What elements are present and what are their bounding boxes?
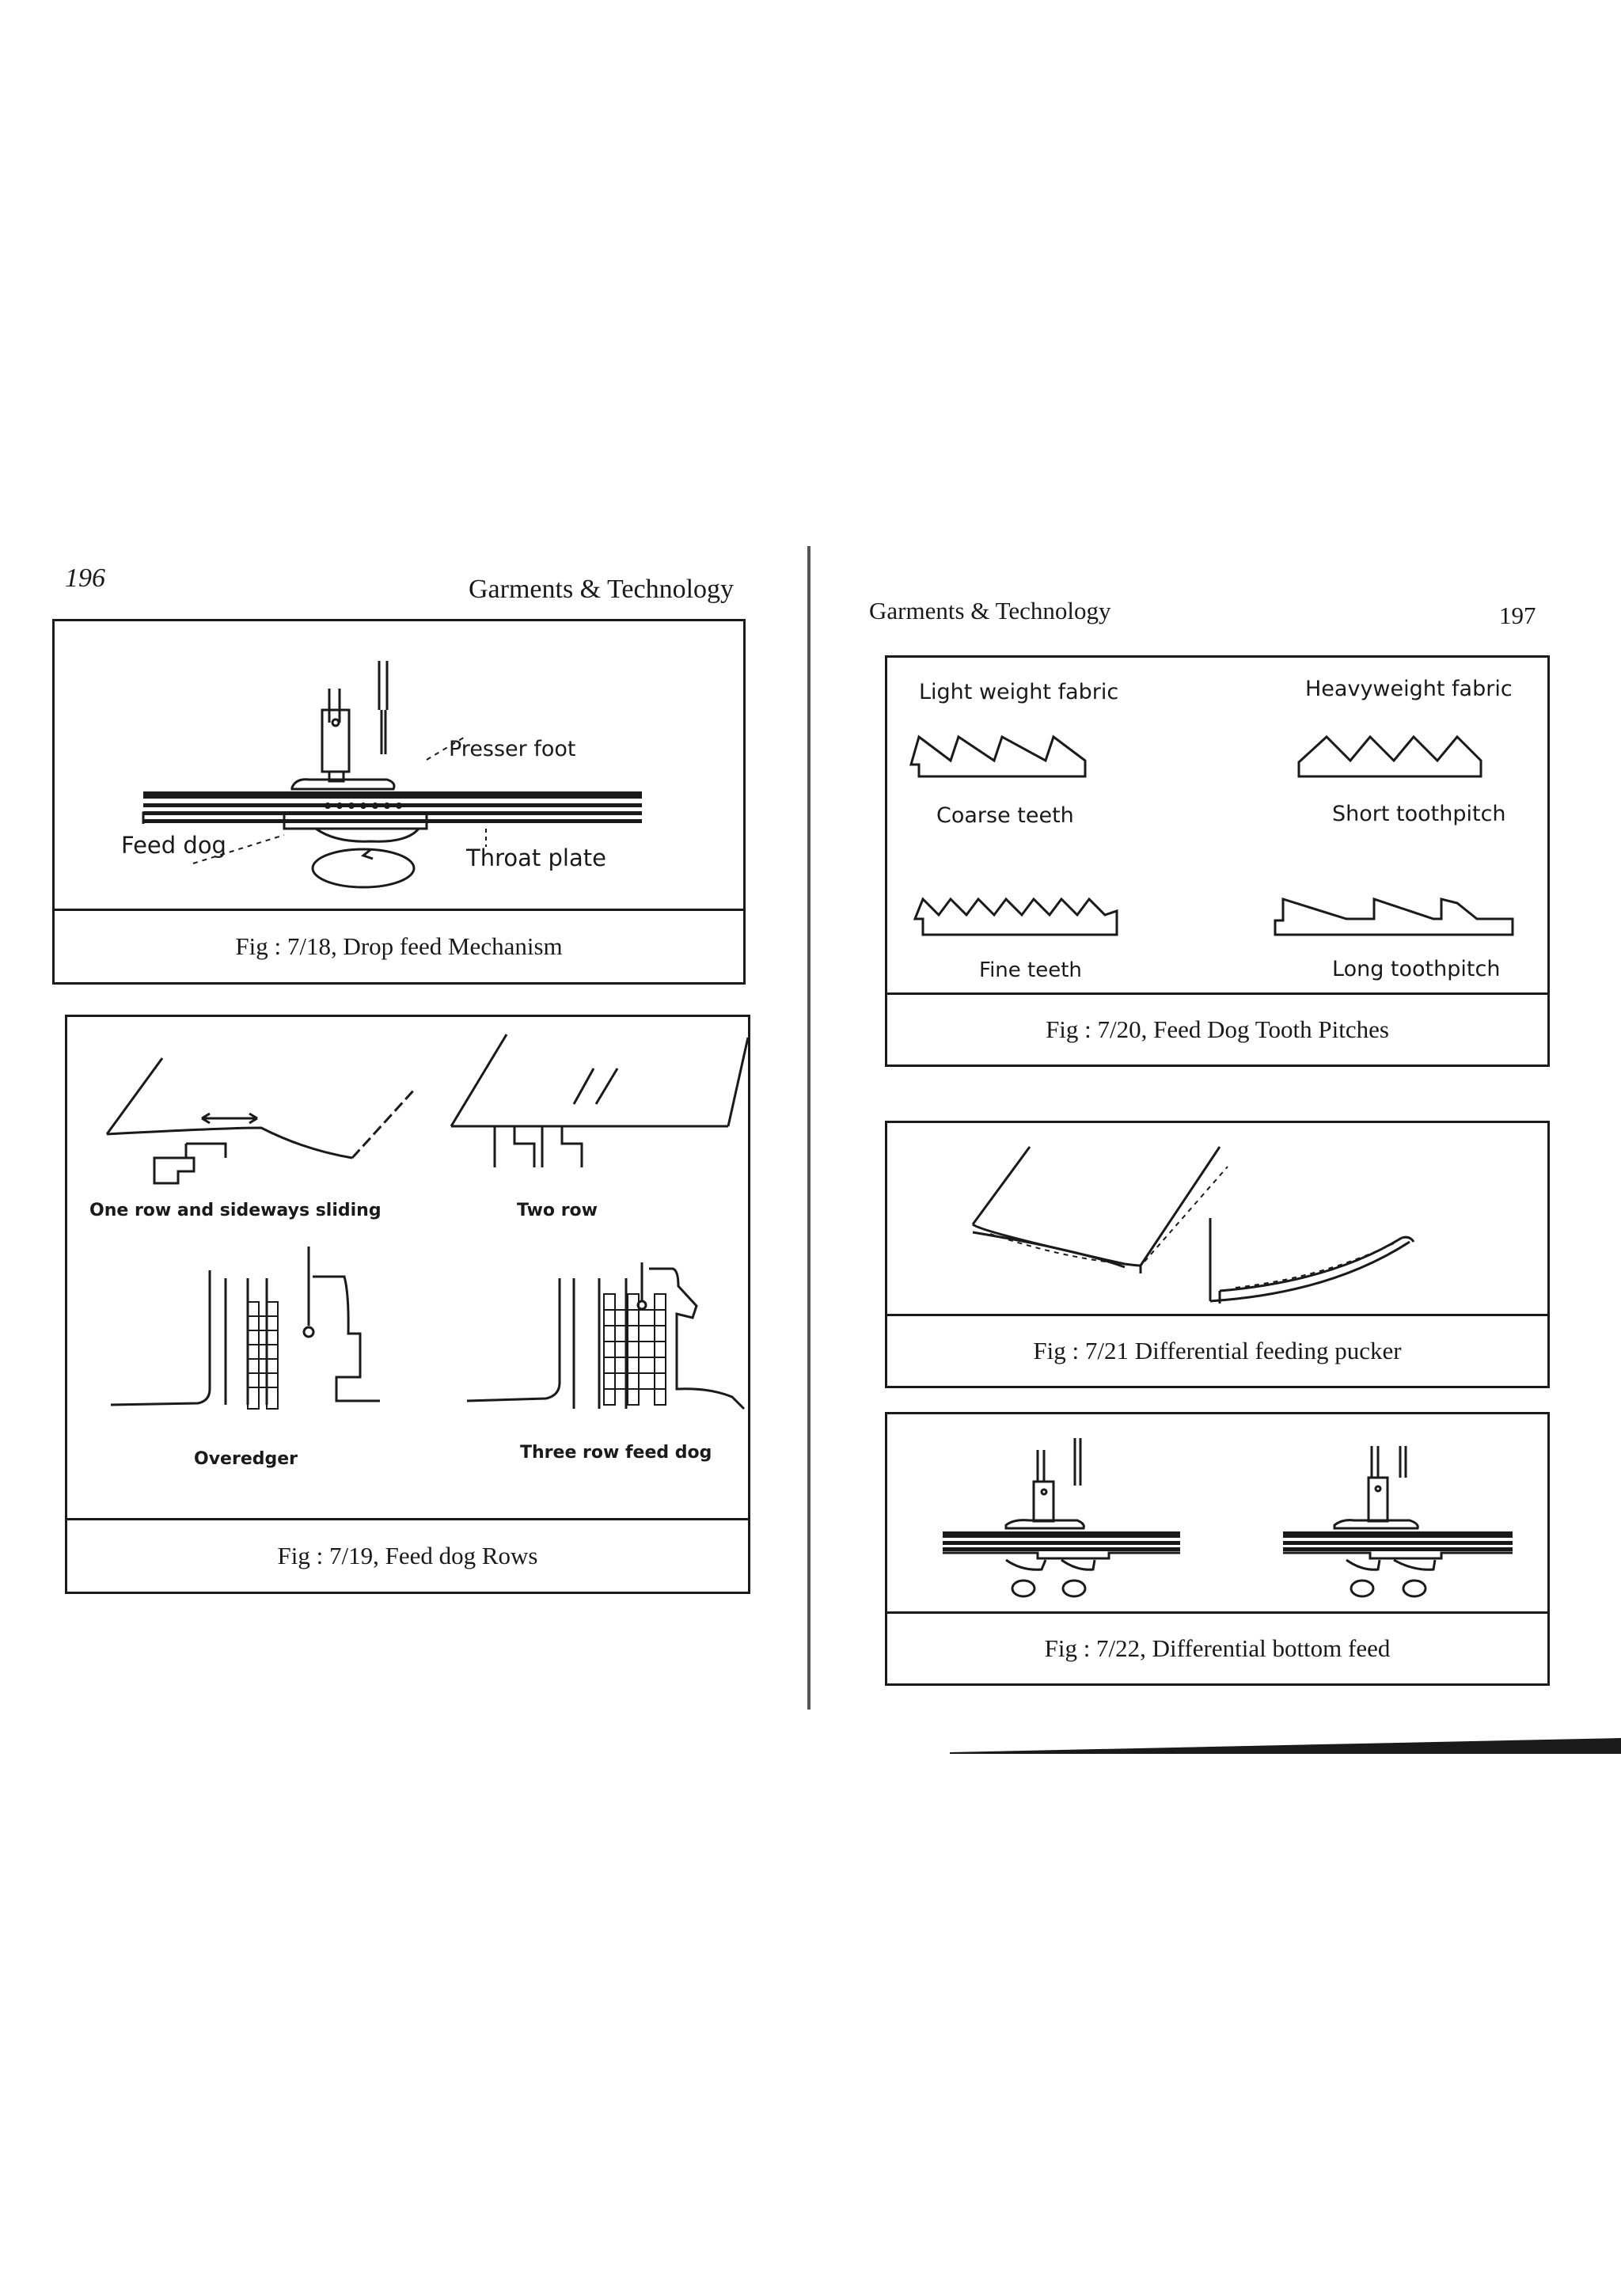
running-head-left: Garments & Technology: [469, 575, 735, 604]
feed-dog-rows-illustration: [105, 1034, 750, 1410]
label-overedger: Overedger: [194, 1449, 298, 1469]
caption-fig-7-18: Fig : 7/18, Drop feed Mechanism: [55, 909, 743, 982]
figure-7-21: Fig : 7/21 Differential feeding pucker: [885, 1121, 1550, 1388]
differential-feed-illustration: [943, 1438, 1513, 1598]
label-two-row: Two row: [517, 1201, 598, 1220]
running-head-right: Garments & Technology: [869, 597, 1111, 624]
label-three-row: Three row feed dog: [520, 1443, 712, 1463]
label-feed-dog: Feed dog: [121, 832, 226, 859]
caption-fig-7-21: Fig : 7/21 Differential feeding pucker: [887, 1314, 1547, 1386]
page-number-right: 197: [1499, 602, 1536, 629]
bottom-shadow: [950, 1738, 1621, 1754]
tooth-pitch-illustration: [909, 734, 1514, 936]
caption-fig-7-19: Fig : 7/19, Feed dog Rows: [67, 1518, 748, 1592]
label-long-toothpitch: Long toothpitch: [1332, 957, 1501, 981]
label-short-toothpitch: Short toothpitch: [1332, 802, 1506, 826]
figure-7-19: One row and sideways sliding Two row Ove…: [65, 1015, 750, 1594]
label-fine-teeth: Fine teeth: [979, 958, 1082, 982]
drop-feed-illustration: [142, 661, 642, 889]
label-one-row: One row and sideways sliding: [89, 1201, 382, 1220]
page-gutter: [807, 546, 810, 1710]
label-light-weight: Light weight fabric: [919, 680, 1119, 704]
pucker-illustration: [971, 1146, 1415, 1304]
label-coarse-teeth: Coarse teeth: [936, 803, 1074, 828]
page-number-left: 196: [65, 564, 105, 593]
figure-7-20: Light weight fabric Heavyweight fabric C…: [885, 655, 1550, 1067]
figure-7-18: Presser foot Feed dog Throat plate Fig :…: [52, 619, 746, 985]
label-presser-foot: Presser foot: [449, 737, 576, 761]
figure-7-22: Fig : 7/22, Differential bottom feed: [885, 1412, 1550, 1686]
label-heavyweight: Heavyweight fabric: [1305, 677, 1513, 701]
label-throat-plate: Throat plate: [466, 844, 606, 871]
caption-fig-7-20: Fig : 7/20, Feed Dog Tooth Pitches: [887, 992, 1547, 1065]
caption-fig-7-22: Fig : 7/22, Differential bottom feed: [887, 1611, 1547, 1683]
